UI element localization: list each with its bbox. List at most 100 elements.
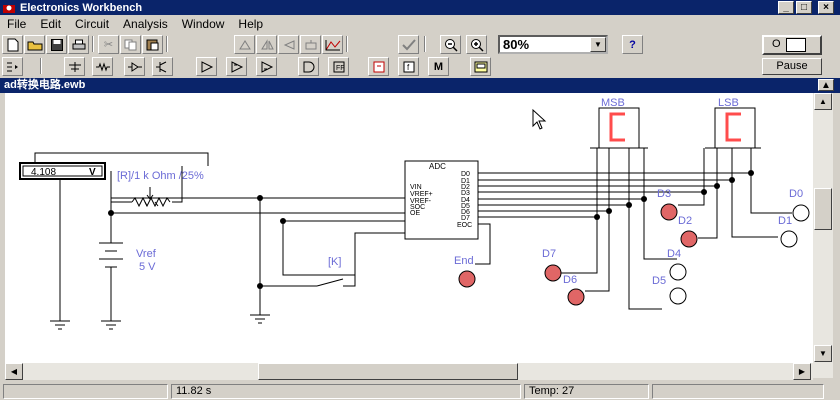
flip-horizontal-icon[interactable] xyxy=(256,35,277,54)
circuit-canvas[interactable]: 4.108 V [R]/1 k Ohm /25% Vref 5 V [K] AD… xyxy=(5,93,813,363)
svg-text:FF: FF xyxy=(336,65,345,72)
graph-icon[interactable] xyxy=(322,35,343,54)
toolbar-separator xyxy=(40,58,42,74)
status-time: 11.82 s xyxy=(171,384,521,399)
adc-pin-vref-plus: VREF+ xyxy=(410,191,433,198)
app-icon xyxy=(2,2,16,14)
logic-gates-bin-icon[interactable] xyxy=(298,57,319,76)
adc-pin-d4: D4 xyxy=(461,197,470,204)
instruments-bin-icon[interactable] xyxy=(470,57,491,76)
power-switch-knob xyxy=(786,38,806,52)
msb-display[interactable] xyxy=(598,107,640,149)
zoom-in-icon[interactable] xyxy=(466,35,487,54)
led-d5[interactable] xyxy=(669,287,687,305)
adc-pin-vref-minus: VREF- xyxy=(410,198,432,205)
diodes-bin-icon[interactable] xyxy=(124,57,145,76)
minimize-button[interactable]: _ xyxy=(778,1,794,14)
title-bar: Electronics Workbench xyxy=(0,0,840,15)
mouse-cursor-icon xyxy=(532,108,547,130)
vertical-scrollbar[interactable]: ▲ ▼ xyxy=(813,93,833,378)
led-d5-label: D5 xyxy=(652,275,666,287)
menu-file[interactable]: File xyxy=(7,17,27,31)
analog-ics-bin-icon[interactable] xyxy=(196,57,217,76)
led-d7-label: D7 xyxy=(542,248,556,260)
open-folder-button[interactable] xyxy=(24,35,45,54)
menu-help[interactable]: Help xyxy=(238,17,264,31)
maximize-button[interactable]: □ xyxy=(796,1,812,14)
menu-bar: File Edit Circuit Analysis Window Help xyxy=(0,15,840,33)
lsb-display[interactable] xyxy=(714,107,756,149)
main-toolbar: ✂ ? xyxy=(0,33,840,55)
menu-edit[interactable]: Edit xyxy=(40,17,62,31)
adc-pin-oe: OE xyxy=(410,210,420,217)
led-d1[interactable] xyxy=(780,230,798,248)
msb-label: MSB xyxy=(601,97,625,109)
vertical-scroll-thumb[interactable] xyxy=(814,188,832,230)
adc-pin-d5: D5 xyxy=(461,203,470,210)
print-button[interactable] xyxy=(68,35,89,54)
led-d3-label: D3 xyxy=(657,188,671,200)
controls-bin-icon[interactable]: f xyxy=(398,57,419,76)
meter-value: 4.108 xyxy=(31,167,56,178)
miscellaneous-bin-button[interactable]: M xyxy=(428,57,449,76)
component-properties-icon[interactable] xyxy=(398,35,419,54)
copy-button[interactable] xyxy=(120,35,141,54)
pause-button[interactable]: Pause xyxy=(762,58,822,75)
led-d6[interactable] xyxy=(567,288,585,306)
new-file-button[interactable] xyxy=(2,35,23,54)
help-button[interactable]: ? xyxy=(622,35,643,54)
led-d4[interactable] xyxy=(669,263,687,281)
cut-icon[interactable]: ✂ xyxy=(98,35,119,54)
led-d2[interactable] xyxy=(680,230,698,248)
toolbar-separator xyxy=(424,36,426,52)
vref-value: 5 V xyxy=(139,261,156,273)
subcircuit-icon[interactable] xyxy=(300,35,321,54)
led-d0[interactable] xyxy=(792,204,810,222)
zoom-select[interactable]: 80% ▼ xyxy=(498,35,608,54)
horizontal-scrollbar[interactable]: ◀ ▶ xyxy=(5,363,813,380)
status-temp: Temp: 27 xyxy=(524,384,649,399)
scroll-down-icon[interactable]: ▼ xyxy=(814,345,832,362)
digital-ics-bin-icon[interactable] xyxy=(256,57,277,76)
sources-bin-icon[interactable] xyxy=(64,57,85,76)
transistors-bin-icon[interactable] xyxy=(152,57,173,76)
adc-pin-d6: D6 xyxy=(461,209,470,216)
toolbar-separator xyxy=(92,36,94,52)
menu-window[interactable]: Window xyxy=(181,17,225,31)
adc-pin-soc: SOC xyxy=(410,204,425,211)
end-led[interactable] xyxy=(458,270,476,288)
status-pane-extra xyxy=(652,384,824,399)
led-d7[interactable] xyxy=(544,264,562,282)
digital-bin-icon[interactable]: FF xyxy=(328,57,349,76)
paste-button[interactable] xyxy=(142,35,163,54)
scroll-up-icon[interactable]: ▲ xyxy=(814,93,832,110)
switch-label: [K] xyxy=(328,256,341,268)
flip-vertical-icon[interactable] xyxy=(278,35,299,54)
adc-pin-d1: D1 xyxy=(461,178,470,185)
vref-name: Vref xyxy=(136,248,157,260)
save-button[interactable] xyxy=(46,35,67,54)
rotate-icon[interactable] xyxy=(234,35,255,54)
led-d3[interactable] xyxy=(660,203,678,221)
voltmeter[interactable] xyxy=(19,162,106,180)
menu-analysis[interactable]: Analysis xyxy=(123,17,168,31)
basic-bin-icon[interactable] xyxy=(92,57,113,76)
parts-bin-menu-icon[interactable] xyxy=(2,57,23,76)
mixed-ics-bin-icon[interactable] xyxy=(226,57,247,76)
close-button[interactable]: × xyxy=(818,1,834,14)
document-menu-icon[interactable]: ▲ xyxy=(818,79,834,91)
scroll-right-icon[interactable]: ▶ xyxy=(793,363,811,380)
adc-pin-d7: D7 xyxy=(461,215,470,222)
horizontal-scroll-thumb[interactable] xyxy=(258,363,518,380)
menu-circuit[interactable]: Circuit xyxy=(75,17,110,31)
lsb-label: LSB xyxy=(718,97,739,109)
indicators-bin-icon[interactable] xyxy=(368,57,389,76)
parts-toolbar: FF f M xyxy=(0,55,840,77)
status-pane-empty xyxy=(3,384,168,399)
chevron-down-icon[interactable]: ▼ xyxy=(590,37,606,52)
scroll-left-icon[interactable]: ◀ xyxy=(5,363,23,380)
power-switch[interactable]: I O xyxy=(762,35,822,55)
zoom-value: 80% xyxy=(503,37,530,52)
zoom-out-icon[interactable] xyxy=(440,35,461,54)
